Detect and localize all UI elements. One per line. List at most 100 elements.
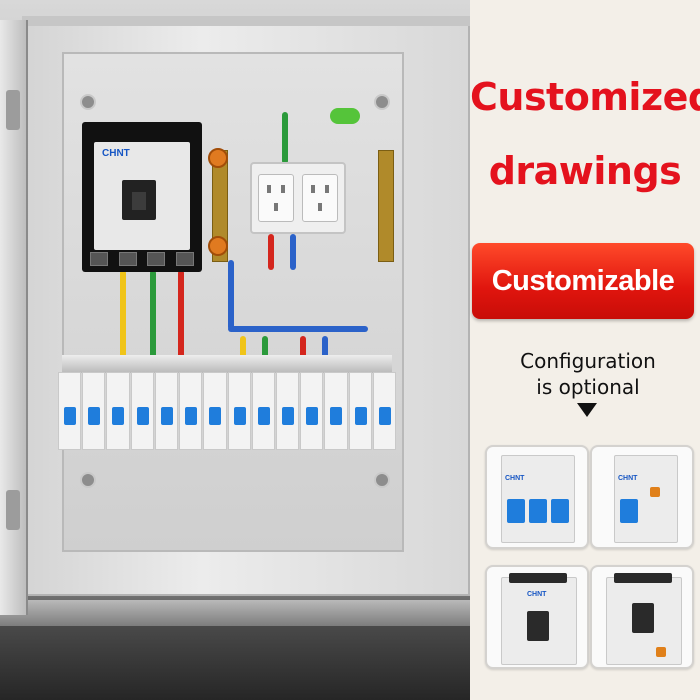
breaker-toggle bbox=[257, 407, 270, 425]
miniature-breaker bbox=[154, 372, 179, 450]
yellow-wire bbox=[240, 336, 246, 372]
breaker-toggle bbox=[507, 499, 525, 523]
product-tile-mccb: CHNT bbox=[485, 565, 589, 669]
miniature-breaker bbox=[324, 372, 348, 450]
breaker-terminals bbox=[614, 573, 672, 583]
power-socket bbox=[302, 174, 338, 222]
headline-line-1: Customized bbox=[470, 75, 700, 119]
brand-logo: CHNT bbox=[618, 475, 638, 482]
brand-logo: CHNT bbox=[102, 148, 130, 159]
blue-wire bbox=[228, 326, 368, 332]
red-wire bbox=[178, 270, 184, 360]
miniature-breaker bbox=[130, 372, 154, 450]
test-button bbox=[656, 647, 666, 657]
configuration-note-line-1: Configuration bbox=[520, 349, 656, 373]
breaker-toggle bbox=[88, 407, 101, 425]
miniature-breaker bbox=[300, 372, 324, 450]
product-tile-rcbo: CHNT bbox=[590, 445, 694, 549]
cabinet-top-edge bbox=[22, 16, 470, 26]
breaker-terminals bbox=[90, 252, 194, 266]
breaker-toggle bbox=[112, 407, 125, 425]
red-wire bbox=[268, 234, 274, 270]
socket-hole bbox=[281, 185, 285, 193]
breaker-handle bbox=[132, 192, 146, 210]
breaker-toggle bbox=[529, 499, 547, 523]
product-tile-mcb: CHNT bbox=[485, 445, 589, 549]
breaker-toggle bbox=[620, 499, 638, 523]
miniature-breaker bbox=[227, 372, 251, 450]
socket-hole bbox=[318, 203, 322, 211]
terminal bbox=[118, 252, 137, 266]
terminal bbox=[175, 252, 194, 266]
earth-terminal-bar bbox=[378, 150, 394, 262]
socket-hole bbox=[311, 185, 315, 193]
door-hinge bbox=[6, 490, 20, 530]
blue-wire bbox=[290, 234, 296, 270]
coiled-earth-wire bbox=[330, 108, 360, 124]
miniature-breaker bbox=[203, 372, 227, 450]
product-photo: CHNT bbox=[0, 0, 470, 700]
miniature-breaker-row bbox=[58, 372, 397, 450]
product-tile-mccb-leakage bbox=[590, 565, 694, 669]
orange-insulator bbox=[208, 236, 228, 256]
breaker-toggle bbox=[330, 407, 343, 425]
power-socket bbox=[258, 174, 294, 222]
yellow-wire bbox=[120, 270, 126, 360]
breaker-toggle bbox=[281, 407, 294, 425]
cabinet-door bbox=[0, 20, 28, 615]
terminal bbox=[90, 252, 108, 266]
green-wire bbox=[150, 270, 156, 360]
socket-hole bbox=[325, 185, 329, 193]
breaker-handle bbox=[527, 611, 549, 641]
miniature-breaker bbox=[251, 372, 275, 450]
display-plinth bbox=[0, 600, 470, 626]
miniature-breaker bbox=[348, 372, 372, 450]
miniature-breaker bbox=[372, 372, 397, 450]
miniature-breaker bbox=[179, 372, 203, 450]
test-button bbox=[650, 487, 660, 497]
breaker-toggle bbox=[185, 407, 198, 425]
breaker-terminals bbox=[509, 573, 567, 583]
screw bbox=[374, 94, 390, 110]
din-rail bbox=[62, 355, 392, 373]
socket-module bbox=[250, 162, 346, 234]
headline: Customized drawings bbox=[470, 60, 700, 208]
socket-hole bbox=[267, 185, 271, 193]
terminal bbox=[147, 252, 166, 266]
breaker-toggle bbox=[378, 407, 391, 425]
down-arrow-icon bbox=[577, 403, 597, 417]
breaker-toggle bbox=[209, 407, 222, 425]
breaker-toggle bbox=[160, 407, 173, 425]
green-wire bbox=[282, 112, 288, 164]
miniature-breaker bbox=[82, 372, 106, 450]
blue-wire bbox=[322, 336, 328, 372]
headline-line-2: drawings bbox=[488, 149, 682, 194]
screw bbox=[374, 472, 390, 488]
door-hinge bbox=[6, 90, 20, 130]
breaker-toggle bbox=[136, 407, 149, 425]
orange-insulator bbox=[208, 148, 228, 168]
miniature-breaker bbox=[106, 372, 130, 450]
screw bbox=[80, 94, 96, 110]
breaker-toggle bbox=[354, 407, 367, 425]
breaker-faceplate: CHNT bbox=[94, 142, 190, 250]
configuration-note-line-2: is optional bbox=[536, 375, 640, 399]
customizable-badge: Customizable bbox=[472, 243, 694, 319]
red-wire bbox=[300, 336, 306, 372]
breaker-body bbox=[614, 455, 678, 543]
breaker-handle bbox=[632, 603, 654, 633]
socket-hole bbox=[274, 203, 278, 211]
configuration-note: Configuration is optional bbox=[482, 348, 694, 400]
screw bbox=[80, 472, 96, 488]
breaker-toggle bbox=[306, 407, 319, 425]
blue-wire bbox=[228, 260, 234, 330]
brand-logo: CHNT bbox=[527, 591, 547, 598]
miniature-breaker bbox=[275, 372, 300, 450]
miniature-breaker bbox=[58, 372, 82, 450]
breaker-toggle bbox=[233, 407, 246, 425]
brand-logo: CHNT bbox=[505, 475, 525, 482]
main-circuit-breaker: CHNT bbox=[82, 122, 202, 272]
breaker-handle-slot bbox=[122, 180, 156, 220]
breaker-toggle bbox=[64, 407, 76, 425]
green-wire bbox=[262, 336, 268, 372]
